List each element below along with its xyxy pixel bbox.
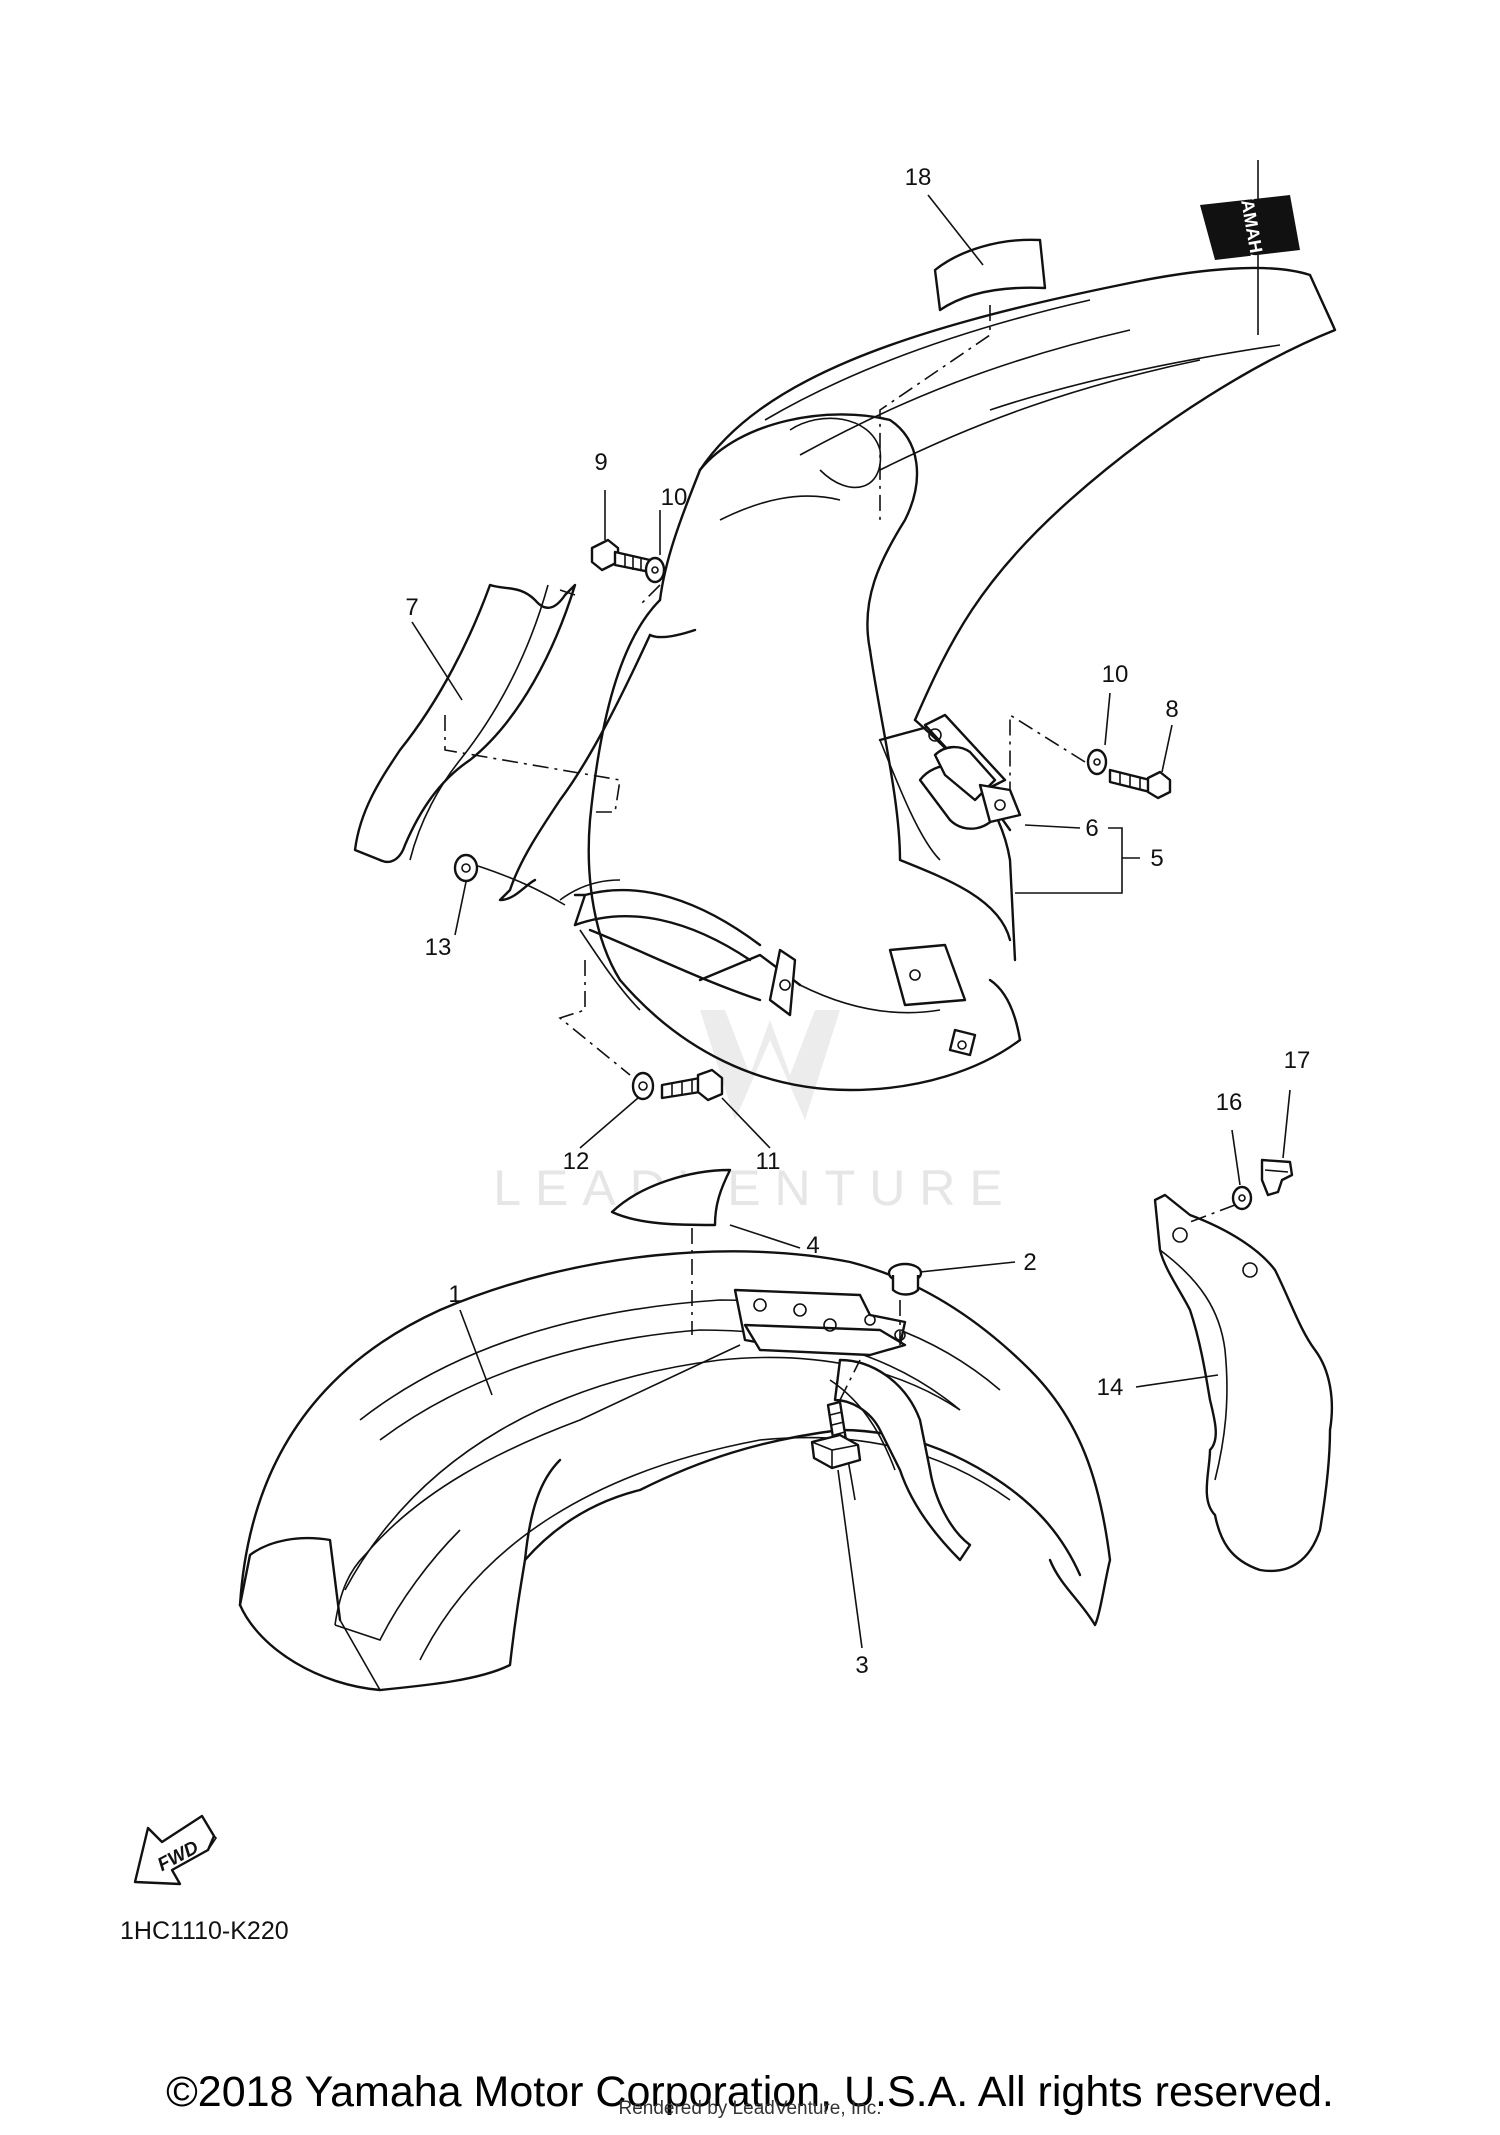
callout-10-top: 10: [661, 484, 688, 511]
callout-10-right: 10: [1102, 661, 1129, 688]
callout-1: 1: [448, 1281, 461, 1308]
callout-16: 17: [1284, 1047, 1311, 1074]
leader-lines: [411, 160, 1291, 1649]
callout-6: 6: [1085, 815, 1098, 842]
rendered-by-notice: Rendered by LeadVenture, Inc.: [618, 2098, 882, 2119]
callout-7: 7: [405, 594, 418, 621]
diagram-code: 1HC1110-K220: [120, 1917, 289, 1945]
callouts: 18 9 10 7 10 8 6 5 13 17 16 12 11 4 2 1 …: [405, 164, 1310, 1679]
callout-15: 16: [1216, 1089, 1243, 1116]
washer-10-top: [644, 556, 666, 584]
side-seal: [353, 583, 697, 902]
grommet-2: [887, 1262, 923, 1296]
callout-9: 9: [594, 449, 607, 476]
bolt-11: [660, 1068, 724, 1102]
washer-10-right: [1086, 748, 1108, 776]
fork-guard: [1153, 1193, 1334, 1573]
callout-11: 11: [756, 1148, 781, 1175]
fwd-arrow-icon: FWD: [133, 1814, 218, 1886]
callout-14: 14: [1097, 1374, 1124, 1401]
rear-fender: [559, 266, 1337, 1092]
callout-13: 13: [425, 934, 452, 961]
callout-5: 5: [1150, 845, 1163, 872]
washer-13: [453, 853, 479, 883]
callout-8: 8: [1165, 696, 1178, 723]
washer-15: [1231, 1185, 1253, 1211]
washer-12: [631, 1071, 655, 1101]
watermark-text: LEADVENTURE: [493, 1160, 1017, 1216]
callout-2: 2: [1023, 1249, 1036, 1276]
callout-12: 12: [563, 1148, 590, 1175]
front-fender: [238, 1250, 1112, 1692]
bolt-3: [810, 1400, 862, 1470]
callout-17: 18: [905, 164, 932, 191]
callout-4: 4: [806, 1232, 819, 1259]
decal-17: [933, 238, 1047, 312]
yamaha-sticker-18: YAMAHA: [1200, 188, 1300, 267]
copyright-notice: ©2018 Yamaha Motor Corporation, U.S.A. A…: [166, 2068, 1334, 2116]
bolt-8: [1108, 768, 1172, 800]
bolt-9: [590, 538, 652, 574]
collar-6: [933, 745, 1022, 824]
decal-4: [610, 1168, 732, 1227]
clip-16: [1260, 1158, 1294, 1197]
leadventure-watermark: LEADVENTURE: [493, 1010, 1017, 1216]
callout-3: 3: [855, 1652, 868, 1679]
